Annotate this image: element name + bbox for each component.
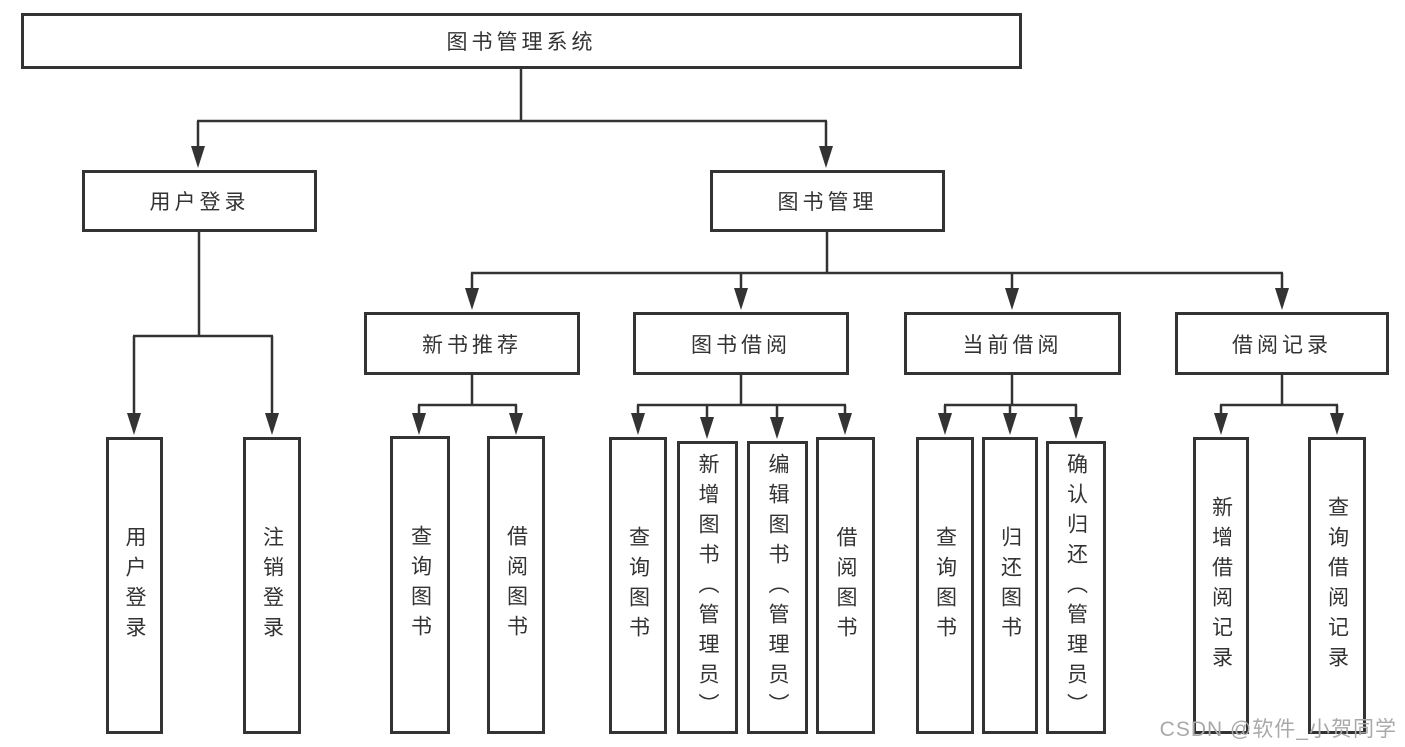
node-current-borrow: 当前借阅 — [904, 312, 1121, 375]
connector-current-borrow-branch — [938, 375, 1083, 439]
leaf-confirm-return-admin: 确认归还（管理员） — [1046, 441, 1106, 734]
node-user-login-label: 用户登录 — [149, 191, 250, 214]
leaf-add-borrow-record-label: 新增借阅记录 — [1209, 495, 1233, 676]
leaf-query-books-current-label: 查询图书 — [933, 525, 957, 646]
leaf-edit-books-admin: 编辑图书（管理员） — [747, 441, 808, 734]
connector-root-to-level2 — [191, 69, 833, 168]
leaf-query-books-current: 查询图书 — [916, 437, 974, 734]
connector-user-login-branch — [127, 232, 279, 435]
leaf-query-books-borrow: 查询图书 — [609, 437, 667, 734]
leaf-query-borrow-record-label: 查询借阅记录 — [1325, 495, 1349, 676]
csdn-watermark: CSDN @软件_小贺同学 — [1159, 718, 1397, 741]
node-new-book-recommend: 新书推荐 — [364, 312, 580, 375]
leaf-query-books-borrow-label: 查询图书 — [626, 525, 650, 646]
node-book-management-label: 图书管理 — [777, 191, 878, 214]
node-book-borrow: 图书借阅 — [633, 312, 849, 375]
node-book-management: 图书管理 — [710, 170, 945, 232]
leaf-logout-label: 注销登录 — [260, 525, 284, 646]
leaf-confirm-return-admin-label: 确认归还（管理员） — [1064, 452, 1088, 723]
node-borrow-records: 借阅记录 — [1175, 312, 1389, 375]
leaf-add-borrow-record: 新增借阅记录 — [1193, 437, 1249, 734]
leaf-borrow-books-recommend: 借阅图书 — [487, 436, 545, 734]
leaf-add-books-admin-label: 新增图书（管理员） — [696, 452, 719, 723]
leaf-logout: 注销登录 — [243, 437, 301, 734]
node-new-book-recommend-label: 新书推荐 — [422, 333, 522, 357]
connector-book-borrow-branch — [631, 375, 852, 439]
leaf-borrow-books-label: 借阅图书 — [834, 525, 857, 646]
leaf-query-borrow-record: 查询借阅记录 — [1308, 437, 1366, 734]
leaf-query-books-recommend: 查询图书 — [390, 436, 450, 734]
leaf-return-books-label: 归还图书 — [998, 525, 1022, 646]
node-borrow-records-label: 借阅记录 — [1232, 333, 1332, 357]
leaf-borrow-books: 借阅图书 — [816, 437, 875, 734]
node-user-login: 用户登录 — [82, 170, 317, 232]
node-root-label: 图书管理系统 — [446, 31, 597, 54]
leaf-user-login-label: 用户登录 — [123, 525, 146, 646]
leaf-edit-books-admin-label: 编辑图书（管理员） — [766, 452, 789, 723]
node-root-library-system: 图书管理系统 — [21, 13, 1022, 69]
leaf-add-books-admin: 新增图书（管理员） — [677, 441, 738, 734]
connector-new-book-recommend-branch — [412, 375, 523, 435]
connector-book-management-branch — [465, 232, 1289, 310]
leaf-return-books: 归还图书 — [982, 437, 1038, 734]
leaf-borrow-books-recommend-label: 借阅图书 — [504, 525, 528, 645]
node-current-borrow-label: 当前借阅 — [962, 333, 1063, 357]
connector-borrow-records-branch — [1214, 375, 1344, 435]
node-book-borrow-label: 图书借阅 — [691, 333, 791, 357]
leaf-query-books-recommend-label: 查询图书 — [408, 525, 432, 645]
leaf-user-login: 用户登录 — [106, 437, 163, 734]
